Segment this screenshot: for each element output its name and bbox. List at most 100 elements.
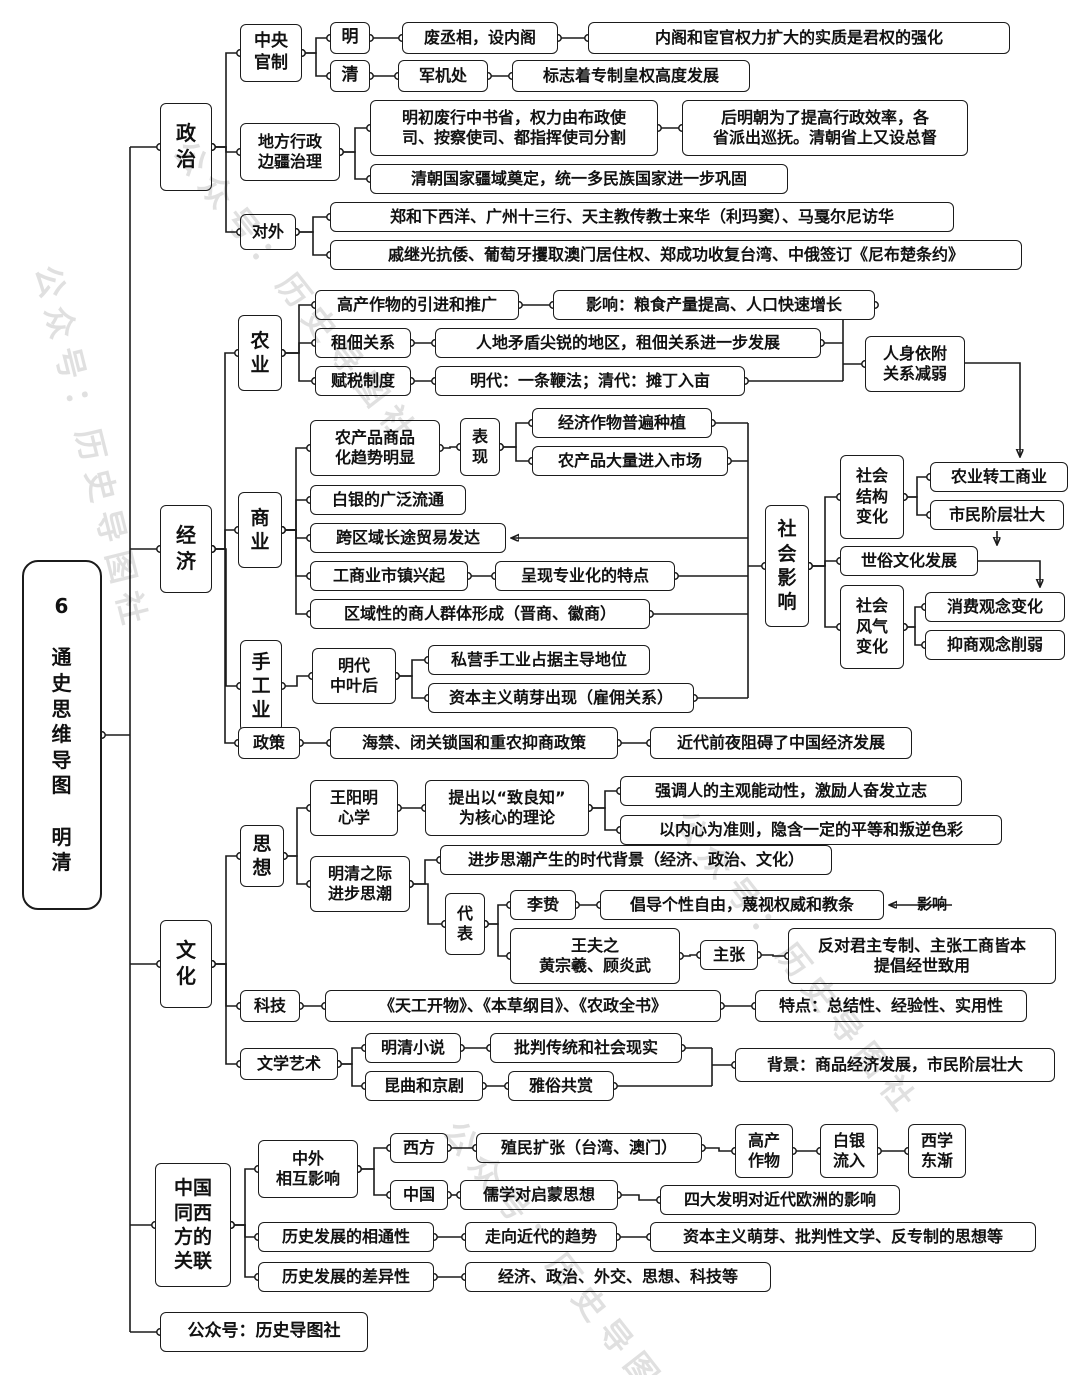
node-single-whip-label: 明代：一条鞭法；清代：摊丁入亩 xyxy=(469,370,710,390)
node-representatives: 代 表 xyxy=(445,893,485,955)
node-lizhi-label: 李贽 xyxy=(526,894,559,914)
node-ming-label: 明 xyxy=(341,27,359,48)
node-western-learning-label: 西学 东渐 xyxy=(920,1130,953,1170)
node-long-distance-trade-label: 跨区域长途贸易发达 xyxy=(335,527,480,547)
node-three-books-label: 《天工开物》、《本草纲目》、《农政全书》 xyxy=(378,995,667,1015)
node-proposition: 主张 xyxy=(700,940,758,970)
node-high-yield: 高产 作物 xyxy=(735,1124,793,1178)
node-mid-ming-label: 明代 中叶后 xyxy=(329,655,378,695)
node-citizen-class-label: 市民阶层壮大 xyxy=(948,504,1045,524)
branch-politics-label: 政 治 xyxy=(176,121,196,171)
node-individual-freedom: 倡导个性自由，蔑视权威和教条 xyxy=(600,890,884,920)
node-inner-standard-label: 以内心为准则，隐含一定的平等和叛逆色彩 xyxy=(658,819,963,839)
node-toward-modern-label: 走向近代的趋势 xyxy=(484,1226,597,1246)
node-abolish-chancellor-label: 废丞相，设内阁 xyxy=(423,27,536,47)
node-difference-fields-label: 经济、政治、外交、思想、科技等 xyxy=(497,1266,738,1286)
node-foreign-affairs-label: 对外 xyxy=(251,221,284,241)
node-colonial-expansion: 殖民扩张（台湾、澳门） xyxy=(476,1133,702,1163)
node-qing: 清 xyxy=(330,60,370,92)
node-agriculture: 农 业 xyxy=(238,315,282,391)
node-thought: 思 想 xyxy=(240,825,284,887)
node-social-atmosphere: 社会 风气 变化 xyxy=(840,585,904,669)
node-foreign-affairs: 对外 xyxy=(240,214,296,250)
node-sea-ban-label: 海禁、闭关锁国和重农抑商政策 xyxy=(361,732,586,752)
node-criticize-tradition: 批判传统和社会现实 xyxy=(490,1033,682,1063)
node-citizen-class: 市民阶层壮大 xyxy=(930,500,1064,530)
footer-account-box: 公众号：历史导图社 xyxy=(160,1312,368,1352)
node-consumption-concept-label: 消费观念变化 xyxy=(946,596,1043,616)
node-thought-background: 进步思潮产生的时代背景（经济、政治、文化） xyxy=(440,845,832,875)
branch-economy: 经 济 xyxy=(160,505,212,593)
node-tax-system: 赋税制度 xyxy=(315,366,411,396)
node-zhiliangzhi-theory-label: 提出以“致良知” 为核心的理论 xyxy=(448,787,566,827)
node-literature-background: 背景：商品经济发展，市民阶层壮大 xyxy=(735,1048,1055,1082)
node-policy: 政策 xyxy=(238,727,300,759)
node-subjective-initiative: 强调人的主观能动性，激励人奋发立志 xyxy=(620,776,962,806)
node-high-yield-label: 高产 作物 xyxy=(747,1130,780,1170)
node-book-features: 特点：总结性、经验性、实用性 xyxy=(755,990,1027,1022)
node-commercialization-label: 农产品商品 化趋势明显 xyxy=(334,427,415,467)
node-central-official-system-label: 中央 官制 xyxy=(254,31,288,73)
node-market-towns: 工商业市镇兴起 xyxy=(310,561,468,591)
node-merchant-groups: 区域性的商人群体形成（晋商、徽商） xyxy=(310,599,650,629)
node-silver-circulation: 白银的广泛流通 xyxy=(310,485,466,515)
node-manifestation: 表 现 xyxy=(460,418,500,476)
node-literature-art: 文学艺术 xyxy=(240,1048,338,1080)
branch-culture: 文 化 xyxy=(160,920,212,1008)
node-cash-crops-label: 经济作物普遍种植 xyxy=(557,412,686,432)
node-qijiguang-events: 戚继光抗倭、葡萄牙攫取澳门居住权、郑成功收复台湾、中俄签订《尼布楚条约》 xyxy=(330,240,1022,270)
node-grand-council: 军机处 xyxy=(398,60,488,92)
node-social-structure-change: 社会 结构 变化 xyxy=(840,455,904,539)
node-long-distance-trade: 跨区域长途贸易发达 xyxy=(310,523,506,553)
node-similar-trends-label: 资本主义萌芽、批判性文学、反专制的思想等 xyxy=(682,1226,1003,1246)
node-specialization: 呈现专业化的特点 xyxy=(495,561,675,591)
node-social-impact: 社 会 影 响 xyxy=(765,505,809,627)
node-mutual-influence: 中外 相互影响 xyxy=(258,1140,358,1198)
node-tax-system-label: 赋税制度 xyxy=(330,370,395,390)
node-grain-population-label: 影响：粮食产量提高、人口快速增长 xyxy=(585,294,842,314)
node-historical-difference-label: 历史发展的差异性 xyxy=(281,1266,410,1286)
node-china: 中国 xyxy=(390,1180,448,1210)
root-node-label: 6 通 史 思 维 导 图 明 清 xyxy=(51,594,73,875)
node-science-tech-label: 科技 xyxy=(253,995,286,1015)
node-local-admin-label: 地方行政 边疆治理 xyxy=(257,131,322,171)
node-cash-crops: 经济作物普遍种植 xyxy=(532,408,712,438)
node-zhenghe-events: 郑和下西洋、广州十三行、天主教传教士来华（利玛窦）、马戛尔尼访华 xyxy=(330,202,954,232)
node-qing-territory-label: 清朝国家疆域奠定，统一多民族国家进一步巩固 xyxy=(410,168,747,188)
node-three-books: 《天工开物》、《本草纲目》、《农政全书》 xyxy=(325,990,721,1022)
node-mingqing-novels-label: 明清小说 xyxy=(380,1037,445,1057)
node-products-to-market-label: 农产品大量进入市场 xyxy=(557,450,702,470)
node-ming: 明 xyxy=(330,22,370,54)
branch-economy-label: 经 济 xyxy=(176,523,196,573)
node-inner-standard: 以内心为准则，隐含一定的平等和叛逆色彩 xyxy=(620,815,1002,845)
node-sea-ban: 海禁、闭关锁国和重农抑商政策 xyxy=(330,727,618,759)
node-hinder-economy-label: 近代前夜阻碍了中国经济发展 xyxy=(676,732,885,752)
node-literature-background-label: 背景：商品经济发展，市民阶层壮大 xyxy=(766,1054,1023,1074)
node-agri-to-commerce: 农业转工商业 xyxy=(930,462,1068,492)
node-social-structure-change-label: 社会 结构 变化 xyxy=(855,466,888,527)
node-kunqu-peking-opera: 昆曲和京剧 xyxy=(365,1071,483,1101)
node-progressive-thought-label: 明清之际 进步思潮 xyxy=(327,863,392,903)
node-manifestation-label: 表 现 xyxy=(471,426,488,466)
node-anti-commerce-weaken: 抑商观念削弱 xyxy=(925,630,1065,660)
node-agri-to-commerce-label: 农业转工商业 xyxy=(950,466,1047,486)
node-tenancy-develop-label: 人地矛盾尖锐的地区，租佃关系进一步发展 xyxy=(475,332,780,352)
node-agriculture-label: 农 业 xyxy=(250,329,270,376)
node-commerce-label: 商 业 xyxy=(250,506,270,553)
node-grain-population: 影响：粮食产量提高、人口快速增长 xyxy=(553,290,875,320)
node-handicraft: 手 工 业 xyxy=(240,640,282,732)
node-three-thinkers-label: 王夫之 黄宗羲、顾炎武 xyxy=(538,935,651,975)
node-ming-provincial-reform-label: 明初废行中书省，权力由布政使 司、按察使司、都指挥使司分割 xyxy=(401,107,626,147)
branch-politics: 政 治 xyxy=(160,103,212,191)
node-policy-label: 政策 xyxy=(252,732,285,752)
node-wangyangming: 王阳明 心学 xyxy=(310,780,398,836)
branch-culture-label: 文 化 xyxy=(176,938,196,988)
arrow-dependence-to-structure xyxy=(965,362,1020,456)
node-capitalism-sprout-label: 资本主义萌芽出现（雇佣关系） xyxy=(448,687,673,707)
node-western-learning: 西学 东渐 xyxy=(908,1124,966,1178)
node-xunfu-zongdu: 后明朝为了提高行政效率，各 省派出巡抚。清朝省上又设总督 xyxy=(682,100,968,156)
node-qing-label: 清 xyxy=(341,65,359,86)
footer-account-box-label: 公众号：历史导图社 xyxy=(187,1321,341,1342)
node-social-atmosphere-label: 社会 风气 变化 xyxy=(855,596,888,657)
